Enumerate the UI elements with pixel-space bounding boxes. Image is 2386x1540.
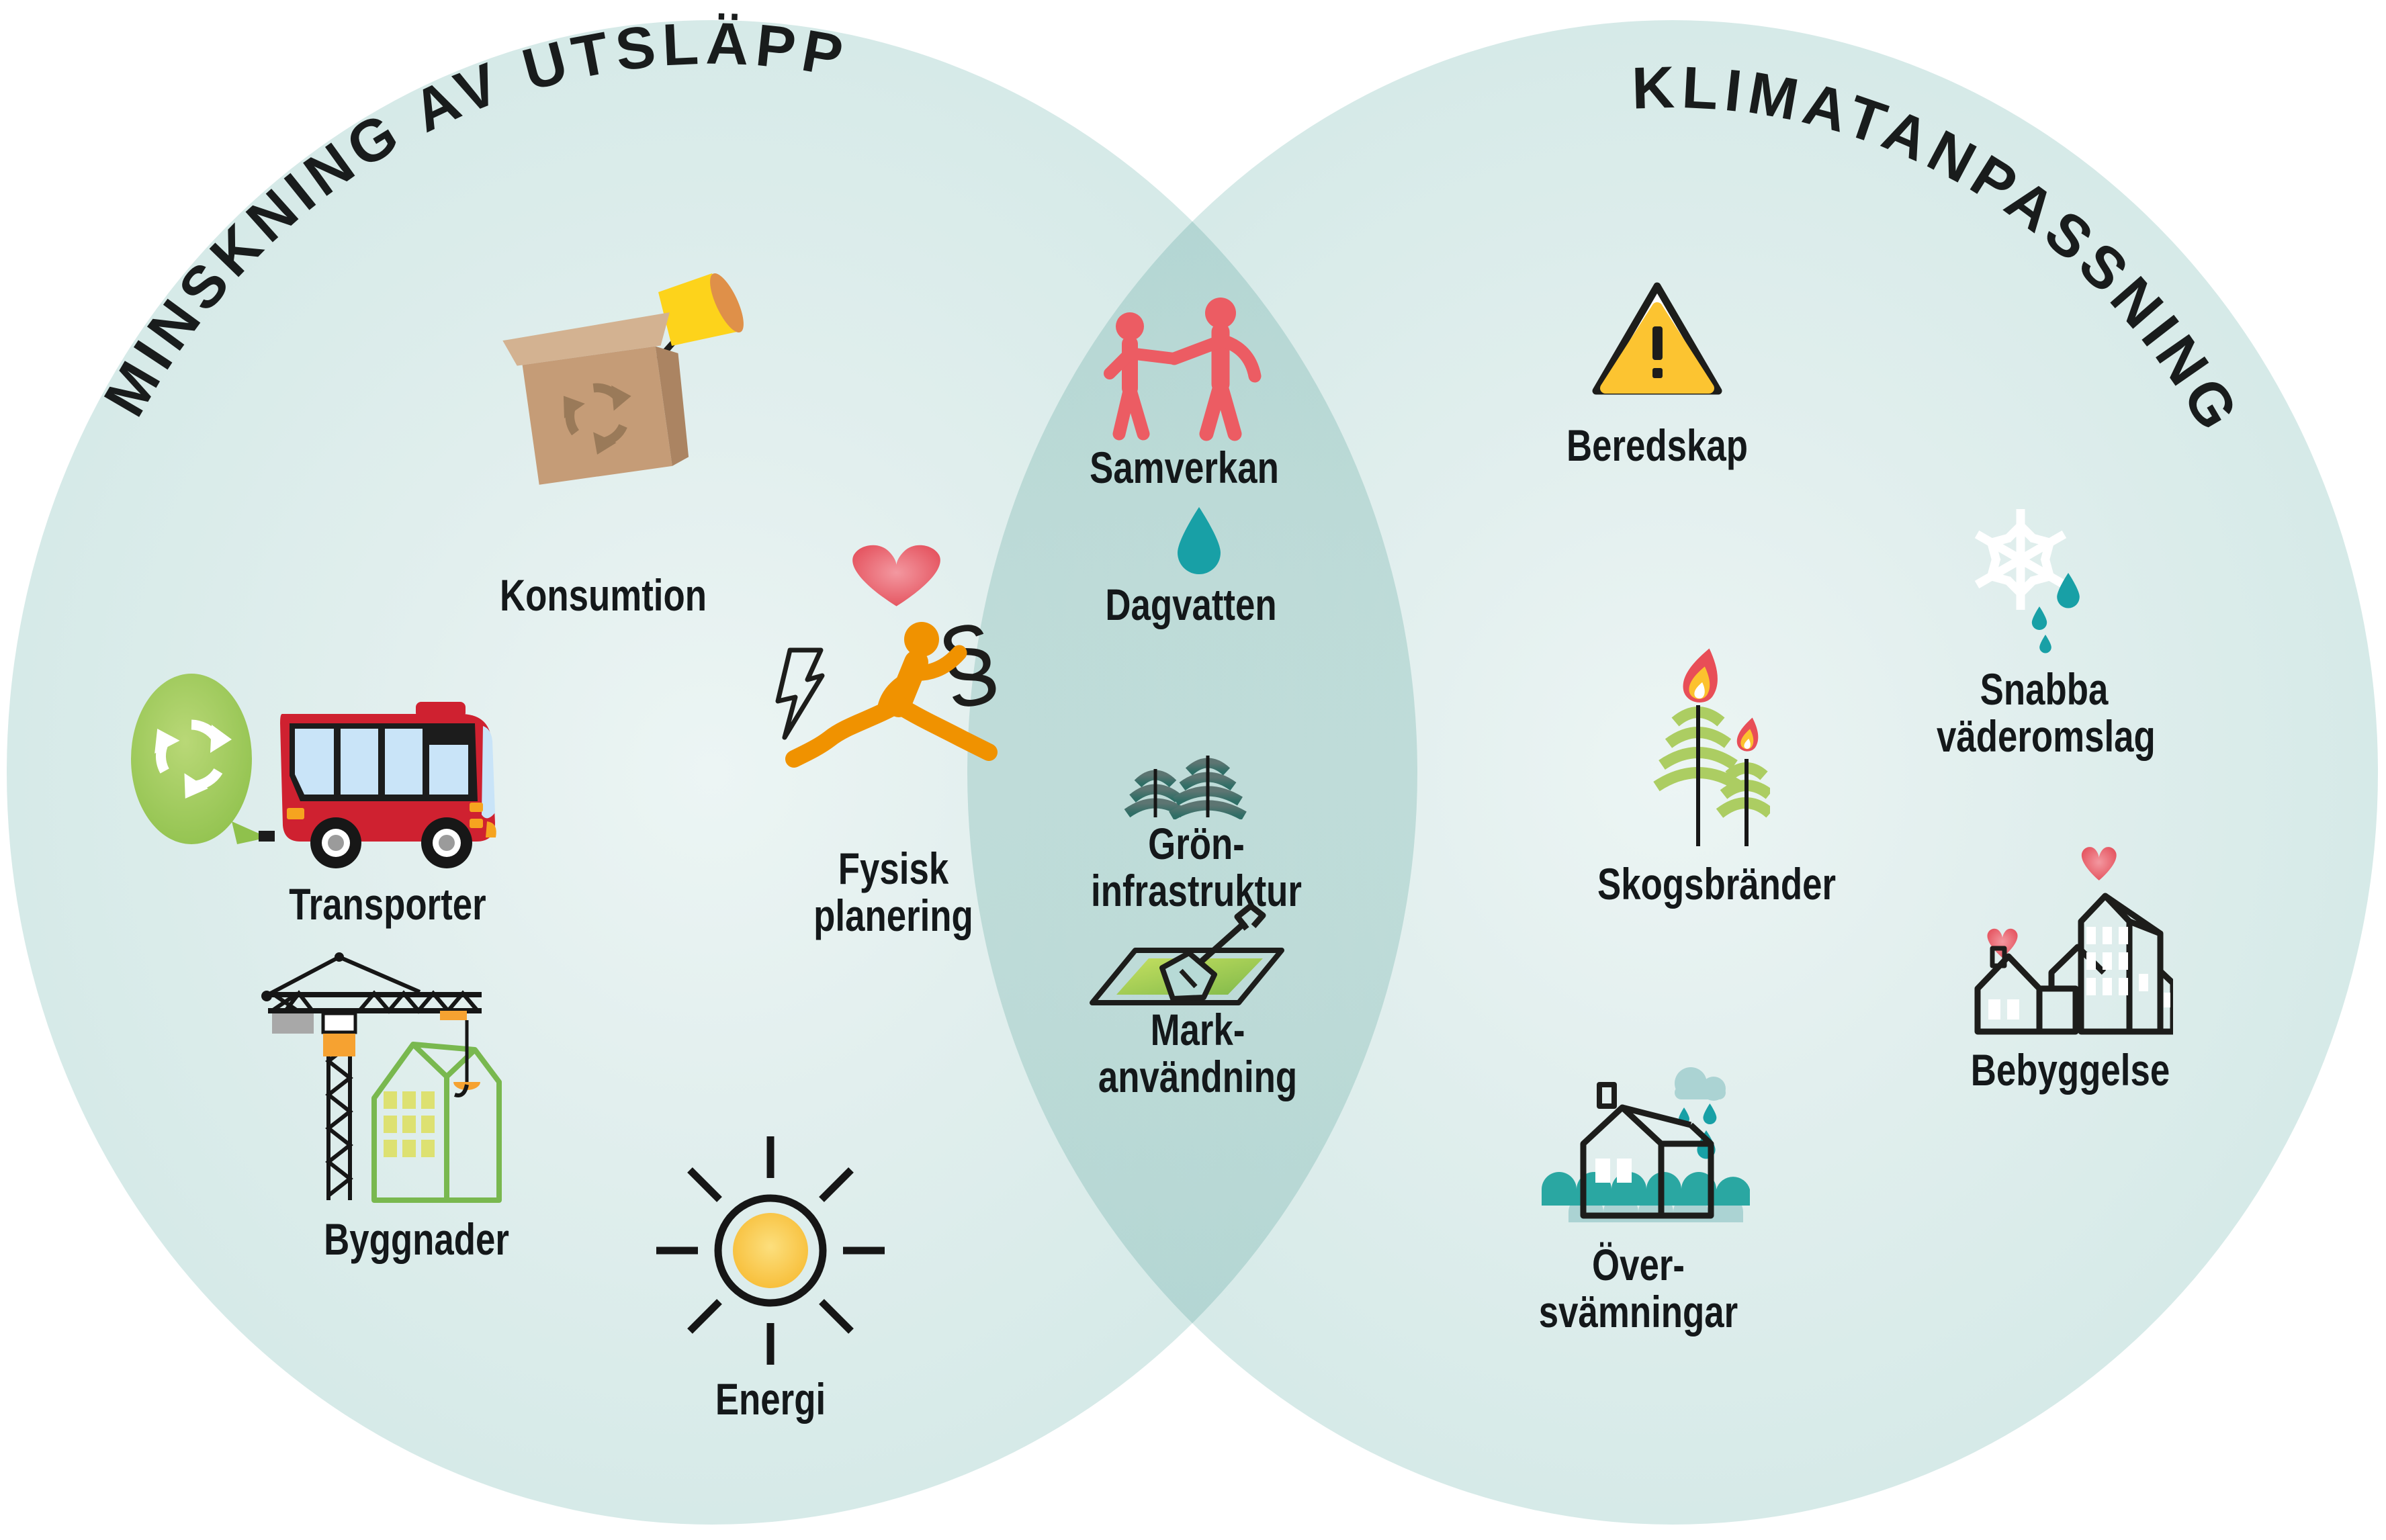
label-beredskap: Beredskap (1566, 420, 1748, 470)
warning-triangle-icon (1585, 275, 1730, 403)
snowflake (1974, 509, 2067, 610)
running-person (785, 622, 998, 768)
runner-heart-lightning-icon: § (766, 537, 1014, 796)
house-windows (1595, 1159, 1632, 1183)
label-snabba-vaderomslag: Snabba väderomslag (1937, 664, 2156, 761)
buildings (1974, 893, 2173, 1035)
map-shovel-icon (1081, 903, 1290, 1009)
building-windows (384, 1091, 435, 1157)
bus (280, 702, 496, 868)
crane-hook (453, 1084, 469, 1097)
building-under-construction (371, 1042, 502, 1203)
label-fysisk-planering: Fysisk planering (813, 844, 973, 940)
burning-trees-icon (1646, 638, 1770, 853)
recycling-box-and-lamp-icon (490, 265, 752, 524)
house (1580, 1082, 1714, 1219)
label-samverkan: Samverkan (1090, 443, 1279, 492)
exhaust-pipe (259, 831, 275, 842)
label-mark-anvandning: Mark- användning (1098, 1005, 1298, 1101)
cardboard-box (502, 312, 689, 485)
snowflake-raindrops-icon (1968, 500, 2103, 658)
label-konsumtion: Konsumtion (500, 570, 707, 620)
label-energi: Energi (715, 1374, 826, 1424)
flooded-house-icon (1542, 1058, 1750, 1222)
large-flame (1679, 644, 1726, 707)
label-skogsbrander: Skogsbränder (1597, 859, 1837, 909)
raindrops (2031, 573, 2080, 653)
tall-person (1167, 298, 1262, 441)
label-byggnader: Byggnader (324, 1214, 509, 1264)
tree-branches (1124, 758, 1247, 819)
dark-wave (1542, 1172, 1750, 1206)
rear-wheel (310, 817, 361, 868)
handshake-people-icon (1095, 289, 1276, 447)
sun-icon (648, 1128, 893, 1373)
label-bebyggelse: Bebyggelse (1970, 1045, 2170, 1095)
label-oversvamningar: Över- svämningar (1538, 1240, 1738, 1337)
large-heart (2081, 847, 2117, 880)
windshield (482, 726, 495, 819)
bus-with-eco-exhaust-icon (124, 662, 511, 873)
lightning-bolt (775, 647, 825, 740)
front-wheel (421, 817, 472, 868)
small-flame (1734, 715, 1763, 754)
eco-bubble (131, 674, 268, 844)
label-transporter: Transporter (289, 879, 486, 929)
construction-crane-icon (259, 950, 514, 1209)
rain-cloud (1675, 1067, 1726, 1101)
shovel (1159, 903, 1266, 1001)
trolley (440, 1011, 467, 1020)
crane-cab (323, 1034, 355, 1056)
building-windows (1988, 927, 2170, 1020)
label-gron-infrastruktur: Grön- infrastruktur (1091, 819, 1302, 915)
label-dagvatten: Dagvatten (1105, 580, 1277, 629)
map-outline (1090, 948, 1284, 1005)
lamp (658, 273, 744, 346)
heart (852, 545, 940, 606)
water-drop-icon (1172, 507, 1226, 574)
fir-trees-icon (1115, 742, 1249, 819)
sun-rays (656, 1136, 885, 1365)
buildings-hearts-icon (1968, 840, 2173, 1038)
small-person (1104, 312, 1180, 441)
counterweight (272, 1013, 314, 1034)
headlight (486, 821, 496, 837)
